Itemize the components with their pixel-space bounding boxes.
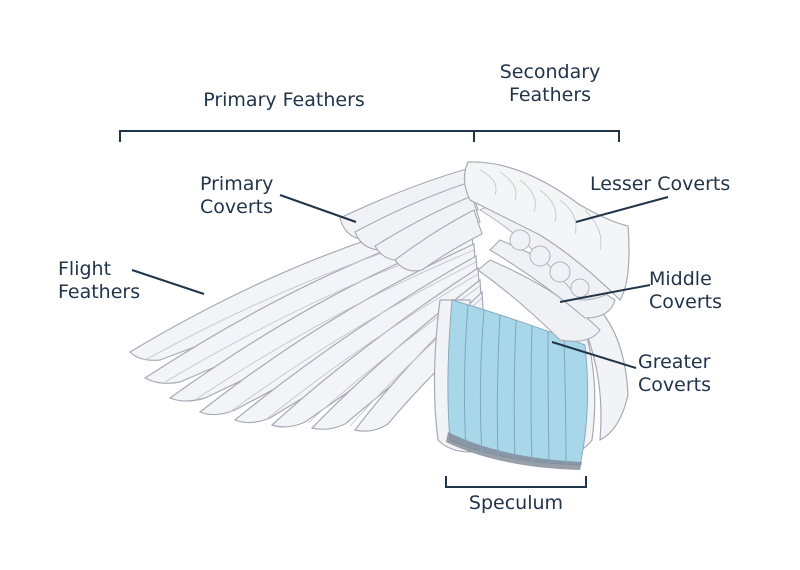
flight-feathers-line-2: Feathers — [58, 281, 141, 303]
label-flight-feathers: Flight Feathers — [58, 258, 140, 304]
lesser-coverts-shape — [463, 161, 630, 301]
middle-coverts-shape — [478, 199, 621, 301]
flight-feathers-line-1: Flight — [58, 258, 112, 280]
greater-coverts-line-1: Greater — [638, 351, 711, 373]
lesser-coverts-text: Lesser Coverts — [590, 173, 731, 195]
label-lesser-coverts: Lesser Coverts — [590, 173, 730, 196]
primary-bracket — [119, 130, 475, 142]
leader-lines — [131, 194, 669, 369]
label-speculum: Speculum — [456, 492, 576, 515]
speculum-text: Speculum — [468, 492, 564, 514]
leader-greater-coverts — [551, 341, 637, 369]
greater-coverts-line-2: Coverts — [638, 374, 711, 396]
leader-flight-feathers — [131, 269, 205, 295]
label-greater-coverts: Greater Coverts — [638, 351, 711, 397]
secondary-feathers-line-1: Secondary — [499, 61, 601, 83]
leader-primary-coverts — [279, 194, 357, 223]
leader-lesser-coverts — [575, 196, 669, 223]
label-secondary-feathers: Secondary Feathers — [480, 61, 620, 107]
secondary-feathers-line-2: Feathers — [508, 84, 592, 106]
middle-coverts-line-2: Coverts — [649, 291, 722, 313]
middle-coverts-line-1: Middle — [649, 268, 712, 290]
primary-coverts-line-1: Primary — [200, 173, 274, 195]
speculum-bracket — [445, 476, 587, 488]
label-primary-coverts: Primary Coverts — [200, 173, 273, 219]
primary-feathers-text: Primary Feathers — [203, 89, 365, 111]
secondary-bracket — [474, 130, 620, 142]
label-primary-feathers: Primary Feathers — [183, 89, 385, 112]
primary-coverts-line-2: Coverts — [200, 196, 273, 218]
primary-coverts-shape — [339, 167, 483, 272]
label-middle-coverts: Middle Coverts — [649, 268, 722, 314]
leader-middle-coverts — [559, 284, 651, 303]
